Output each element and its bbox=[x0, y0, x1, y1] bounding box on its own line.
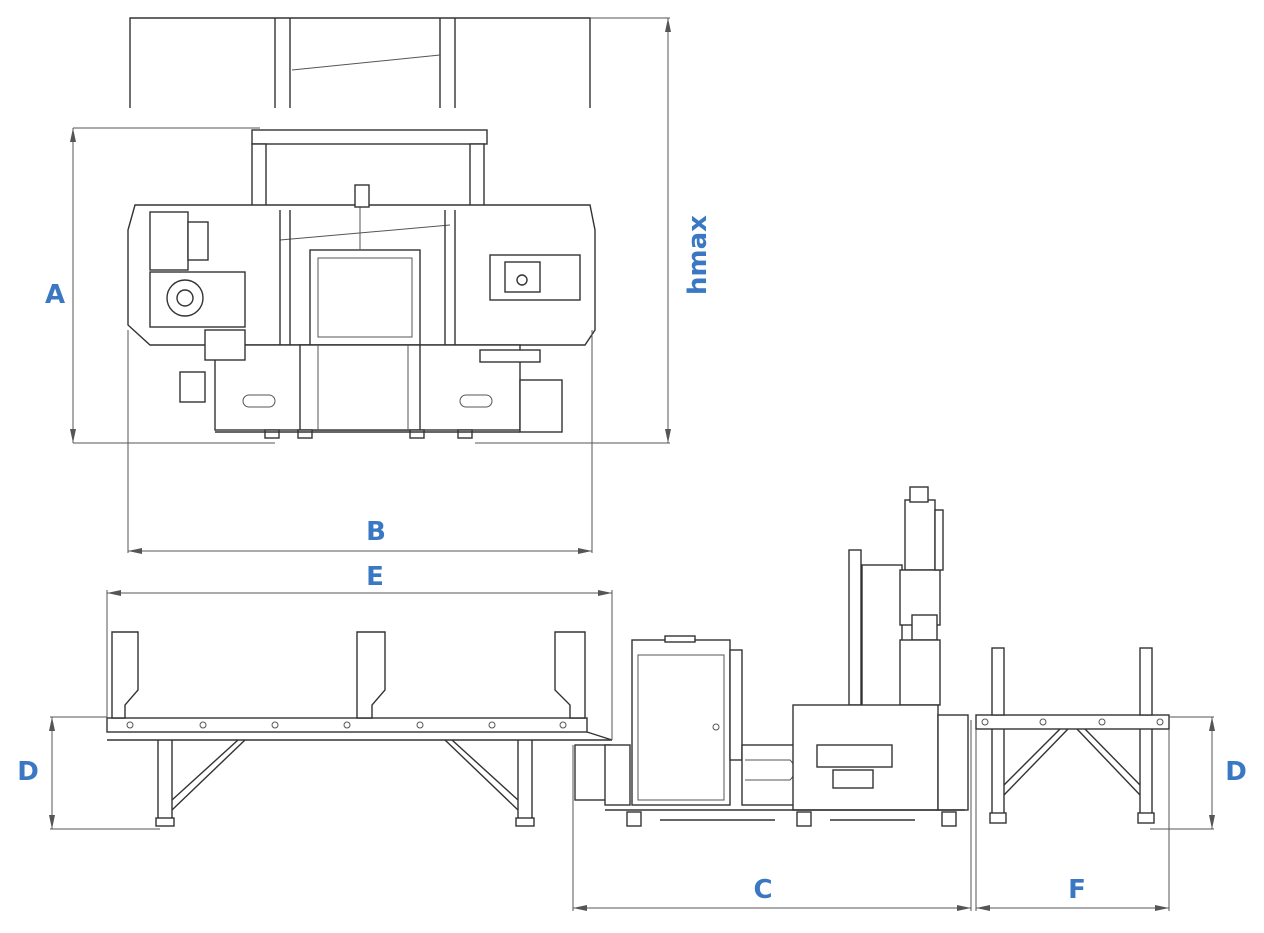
dimension-c bbox=[572, 720, 972, 911]
infeed-roller-table bbox=[106, 631, 613, 827]
label-b: B bbox=[366, 517, 386, 547]
front-view-machine bbox=[127, 17, 596, 439]
dimension-f bbox=[975, 729, 1170, 911]
label-hmax: hmax bbox=[683, 215, 713, 295]
label-e: E bbox=[366, 562, 384, 592]
label-a: A bbox=[45, 280, 65, 310]
outfeed-roller-table bbox=[975, 647, 1170, 824]
dimension-d-right bbox=[1150, 716, 1215, 830]
label-c: C bbox=[753, 875, 772, 905]
dimension-b bbox=[127, 330, 593, 554]
label-d-right: D bbox=[1225, 757, 1247, 787]
dimension-d-left bbox=[49, 716, 160, 830]
label-f: F bbox=[1068, 875, 1086, 905]
bandsaw-machine-side bbox=[574, 486, 969, 827]
label-d-left: D bbox=[17, 757, 39, 787]
dimension-hmax bbox=[475, 17, 671, 444]
dimension-a bbox=[70, 127, 275, 444]
dimension-e bbox=[106, 590, 613, 740]
